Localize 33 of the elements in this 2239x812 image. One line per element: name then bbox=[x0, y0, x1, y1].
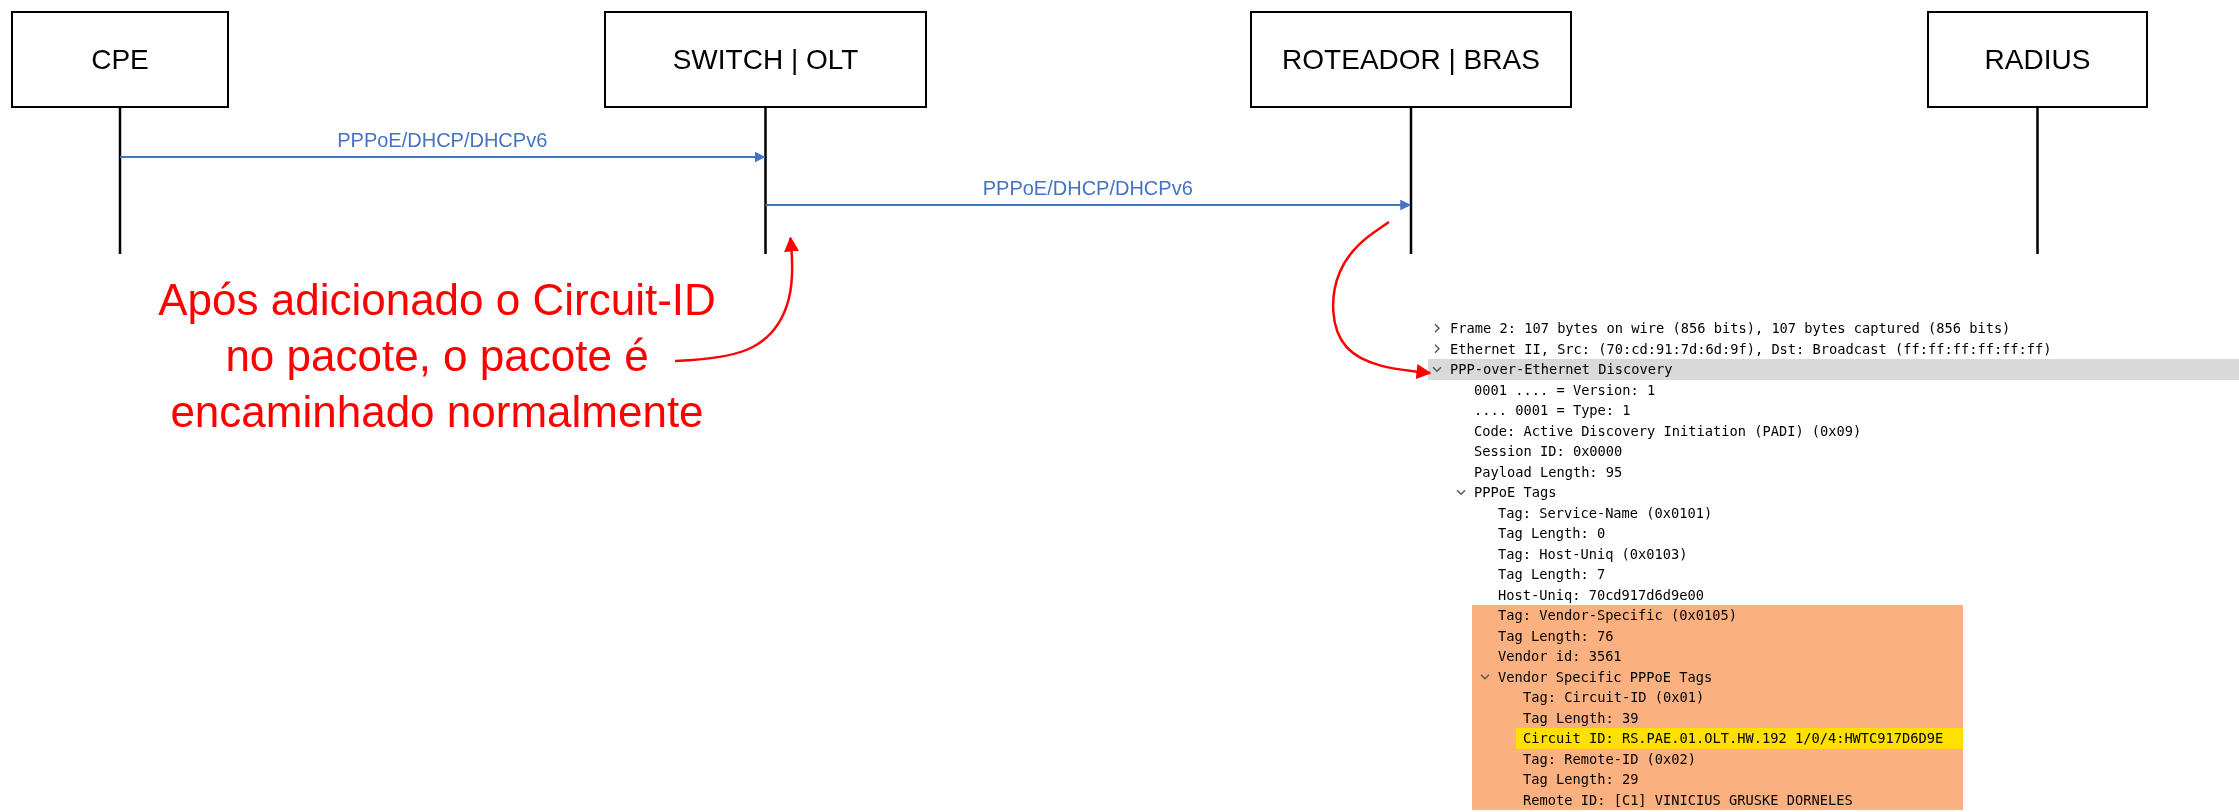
participant-name: CPE bbox=[91, 43, 149, 76]
message-arrow bbox=[764, 199, 1412, 211]
curved-arrow bbox=[674, 236, 800, 363]
participant-name: RADIUS bbox=[1984, 43, 2091, 76]
highlighted-packet-field: Vendor Specific PPPoE Tags bbox=[1472, 666, 1963, 687]
highlighted-packet-field: Remote ID: [C1] VINICIUS GRUSKE DORNELES bbox=[1472, 789, 1963, 810]
highlighted-packet-field: Tag: Vendor-Specific (0x0105) bbox=[1472, 605, 1963, 626]
message-arrow bbox=[119, 151, 766, 163]
packet-field: Session ID: 0x0000 bbox=[1474, 441, 1623, 462]
highlighted-packet-field: Tag: Remote-ID (0x02) bbox=[1472, 748, 1963, 769]
highlighted-packet-field: Tag Length: 39 bbox=[1472, 707, 1963, 728]
packet-field: 0001 .... = Version: 1 bbox=[1474, 379, 1656, 400]
highlighted-packet-field: Tag: Circuit-ID (0x01) bbox=[1472, 687, 1963, 708]
highlighted-packet-field: Vendor id: 3561 bbox=[1472, 646, 1963, 667]
curved-arrow bbox=[1331, 220, 1432, 379]
packet-field: .... 0001 = Type: 1 bbox=[1474, 400, 1631, 421]
packet-field: Tag Length: 7 bbox=[1498, 564, 1606, 585]
packet-field: Tag Length: 0 bbox=[1498, 523, 1606, 544]
highlighted-packet-field: Circuit ID: RS.PAE.01.OLT.HW.192 1/0/4:HWTC917D6D9E bbox=[1472, 728, 1963, 749]
highlighted-packet-field: Tag Length: 29 bbox=[1472, 769, 1963, 790]
packet-field: Ethernet II, Src: (70:cd:91:7d:6d:9f), Dst: Broadcast (ff:ff:ff:ff:ff:ff) bbox=[1450, 338, 2052, 359]
highlighted-packet-field: PPP-over-Ethernet Discovery bbox=[1428, 359, 2239, 380]
packet-field: PPPoE Tags bbox=[1474, 482, 1557, 503]
packet-field: Code: Active Discovery Initiation (PADI) (0x09) bbox=[1474, 420, 1862, 441]
participant-name: SWITCH | OLT bbox=[672, 43, 859, 76]
annotation-text: Após adicionado o Circuit-ID no pacote, o pacote é encaminhado normalmente bbox=[142, 272, 732, 440]
packet-field: Payload Length: 95 bbox=[1474, 461, 1623, 482]
packet-field: Frame 2: 107 bytes on wire (856 bits), 107 bytes captured (856 bits) bbox=[1450, 318, 2011, 339]
packet-field: Host-Uniq: 70cd917d6d9e00 bbox=[1498, 584, 1704, 605]
highlighted-packet-field: Tag Length: 76 bbox=[1472, 625, 1963, 646]
participant-name: ROTEADOR | BRAS bbox=[1282, 43, 1540, 76]
packet-field: Tag: Service-Name (0x0101) bbox=[1498, 502, 1713, 523]
packet-field: Tag: Host-Uniq (0x0103) bbox=[1498, 543, 1688, 564]
